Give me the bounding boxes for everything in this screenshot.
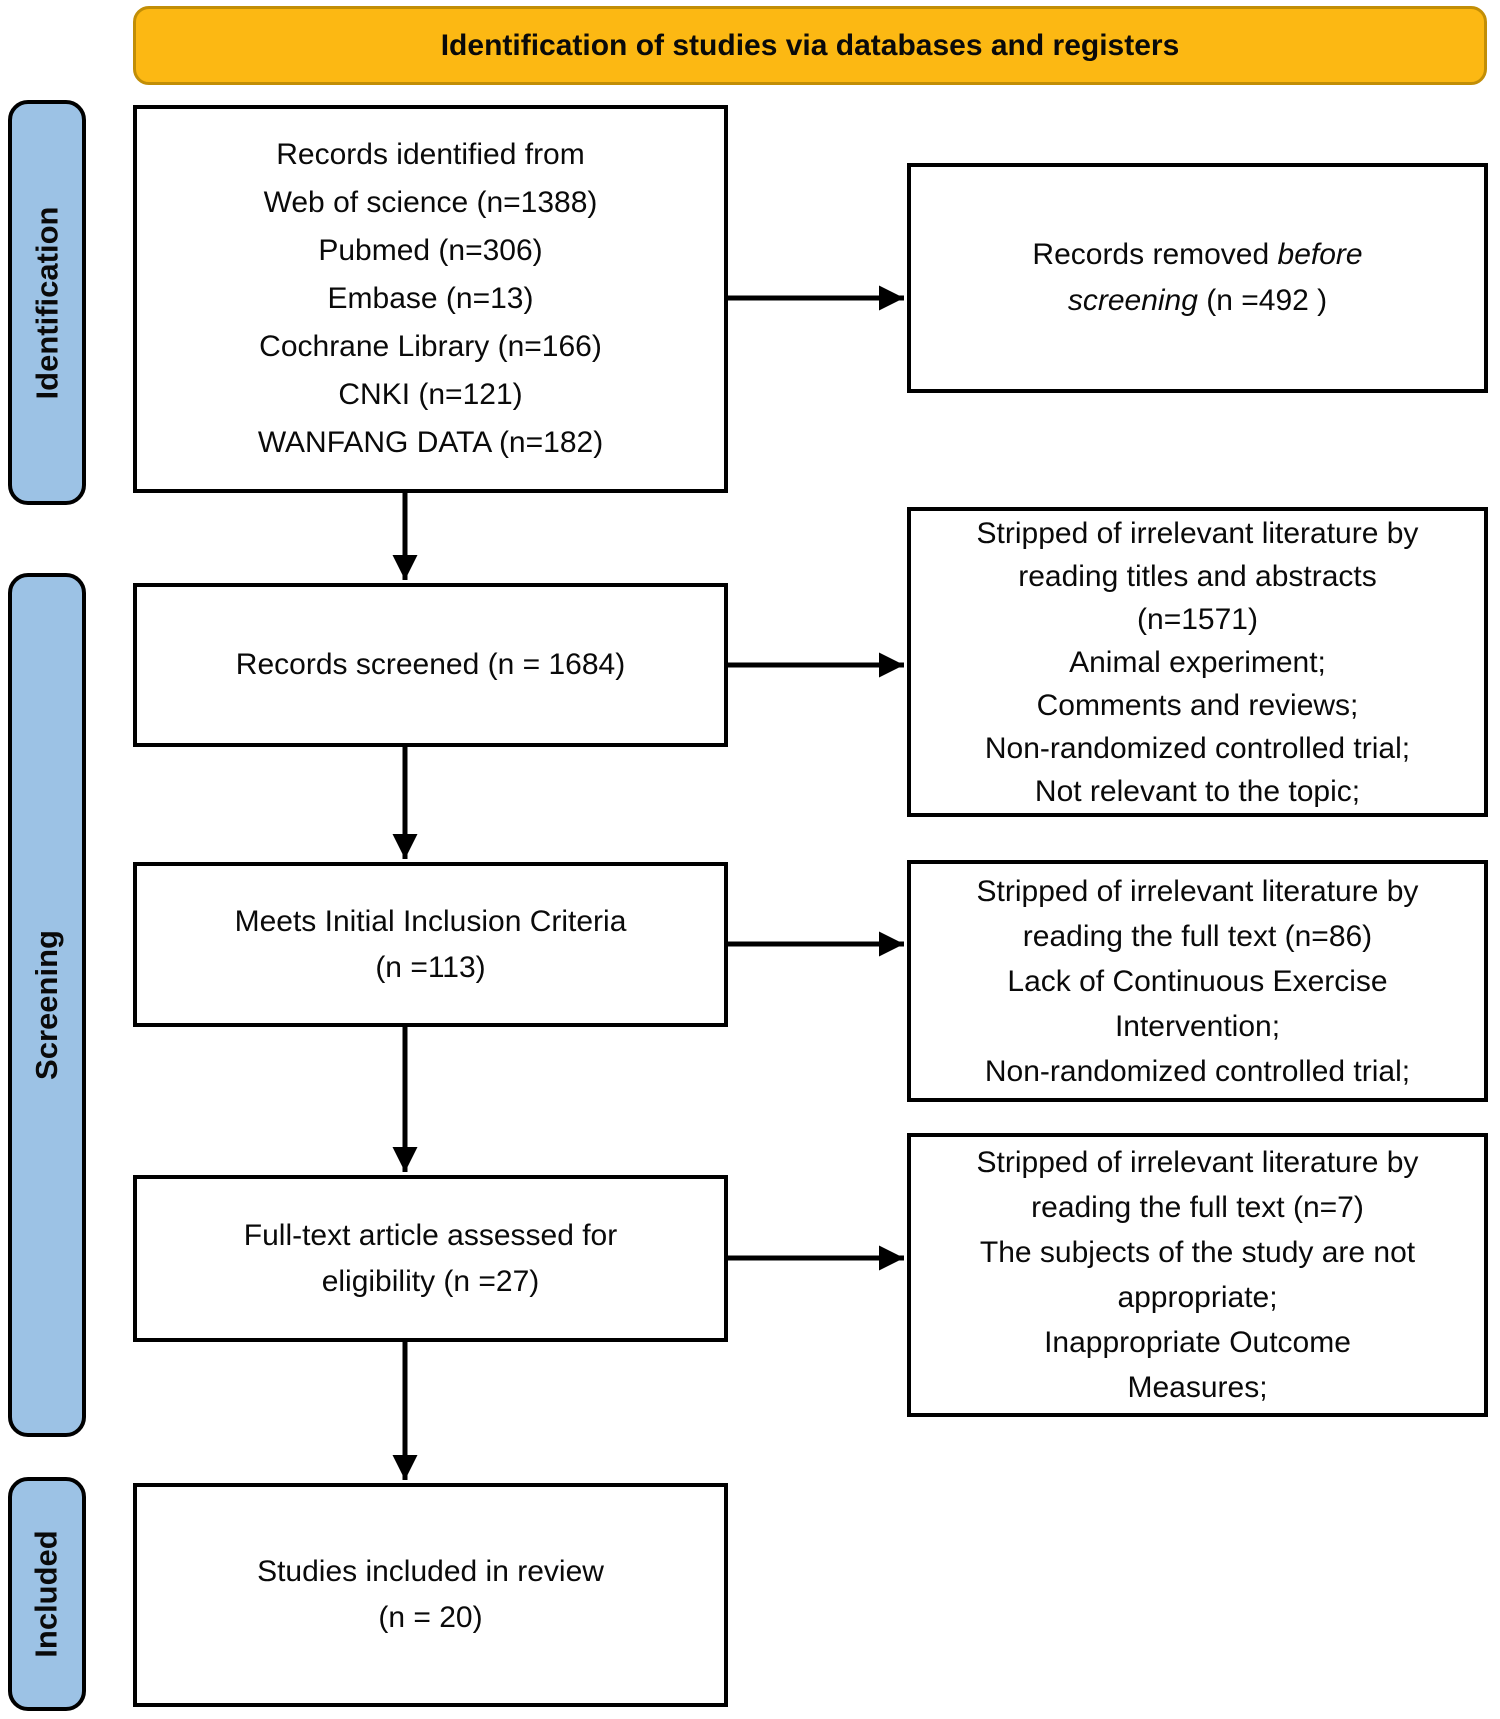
box-studies-included-line: (n = 20) xyxy=(378,1601,483,1634)
box-records-identified-line: WANFANG DATA (n=182) xyxy=(257,426,604,459)
box-meets-criteria-line: Meets Initial Inclusion Criteria xyxy=(234,904,627,938)
box-records-removed-line: Records removed before xyxy=(1032,232,1362,278)
box-excluded-ft86-line: Intervention; xyxy=(1114,1009,1281,1043)
box-records-identified-line: Cochrane Library (n=166) xyxy=(259,330,602,363)
box-records-screened: Records screened (n = 1684) xyxy=(133,583,728,747)
box-fulltext-assessed-line: eligibility (n =27) xyxy=(321,1264,540,1298)
box-excluded-abstracts-line: Not relevant to the topic; xyxy=(1034,774,1361,808)
box-meets-criteria: Meets Initial Inclusion Criteria (n =113… xyxy=(133,862,728,1027)
removed-line2-normal: (n =492 ) xyxy=(1197,284,1328,317)
box-excluded-ft86-line: Lack of Continuous Exercise xyxy=(1007,964,1388,998)
box-fulltext-assessed-line: Full-text article assessed for xyxy=(243,1218,618,1252)
box-excluded-ft7-line: appropriate; xyxy=(1117,1281,1278,1314)
box-excluded-abstracts-line: Stripped of irrelevant literature by xyxy=(976,516,1419,550)
box-excluded-abstracts-line: Comments and reviews; xyxy=(1036,688,1359,722)
box-excluded-ft86-line: reading the full text (n=86) xyxy=(1022,919,1373,953)
box-records-identified-line: CNKI (n=121) xyxy=(338,378,523,411)
diagram-title-banner: Identification of studies via databases … xyxy=(133,6,1487,85)
box-excluded-titles-abstracts: Stripped of irrelevant literature by rea… xyxy=(907,507,1488,817)
box-records-identified-line: Embase (n=13) xyxy=(327,282,534,315)
removed-line1-italic: before xyxy=(1277,238,1363,271)
box-excluded-abstracts-line: (n=1571) xyxy=(1137,602,1258,636)
box-excluded-ft7-line: reading the full text (n=7) xyxy=(1031,1191,1364,1224)
stage-label-identification: Identification xyxy=(8,100,86,505)
box-excluded-ft7-line: Measures; xyxy=(1127,1371,1268,1404)
box-records-identified-line: Pubmed (n=306) xyxy=(318,234,543,267)
box-records-removed-line: screening (n =492 ) xyxy=(1068,278,1327,324)
box-excluded-ft86-line: Stripped of irrelevant literature by xyxy=(976,874,1419,908)
box-excluded-ft7-line: The subjects of the study are not xyxy=(979,1236,1416,1269)
stage-label-screening: Screening xyxy=(8,573,86,1437)
box-excluded-ft7-line: Stripped of irrelevant literature by xyxy=(976,1146,1419,1179)
diagram-title: Identification of studies via databases … xyxy=(440,28,1180,62)
box-studies-included: Studies included in review (n = 20) xyxy=(133,1483,728,1707)
box-records-identified-line: Records identified from xyxy=(276,138,585,171)
box-records-identified: Records identified from Web of science (… xyxy=(133,105,728,493)
box-records-removed-before-screening: Records removed before screening (n =492… xyxy=(907,163,1488,393)
box-meets-criteria-line: (n =113) xyxy=(375,950,486,984)
box-excluded-abstracts-line: Non-randomized controlled trial; xyxy=(984,731,1411,765)
box-records-screened-line: Records screened (n = 1684) xyxy=(235,648,626,681)
stage-label-identification-text: Identification xyxy=(29,206,65,399)
stage-label-included: Included xyxy=(8,1477,86,1711)
stage-label-screening-text: Screening xyxy=(29,930,65,1080)
box-excluded-abstracts-line: reading titles and abstracts xyxy=(1018,559,1377,593)
box-excluded-ft86-line: Non-randomized controlled trial; xyxy=(984,1054,1411,1088)
box-excluded-ft7-line: Inappropriate Outcome xyxy=(1044,1326,1351,1359)
removed-line1-normal: Records removed xyxy=(1032,238,1278,271)
box-records-identified-line: Web of science (n=1388) xyxy=(263,186,598,219)
box-excluded-abstracts-line: Animal experiment; xyxy=(1069,645,1326,679)
box-excluded-fulltext-7: Stripped of irrelevant literature by rea… xyxy=(907,1133,1488,1417)
box-excluded-fulltext-86: Stripped of irrelevant literature by rea… xyxy=(907,860,1488,1102)
box-fulltext-assessed: Full-text article assessed for eligibili… xyxy=(133,1175,728,1342)
box-studies-included-line: Studies included in review xyxy=(257,1555,604,1588)
removed-line2-italic: screening xyxy=(1067,284,1198,317)
stage-label-included-text: Included xyxy=(29,1530,65,1658)
